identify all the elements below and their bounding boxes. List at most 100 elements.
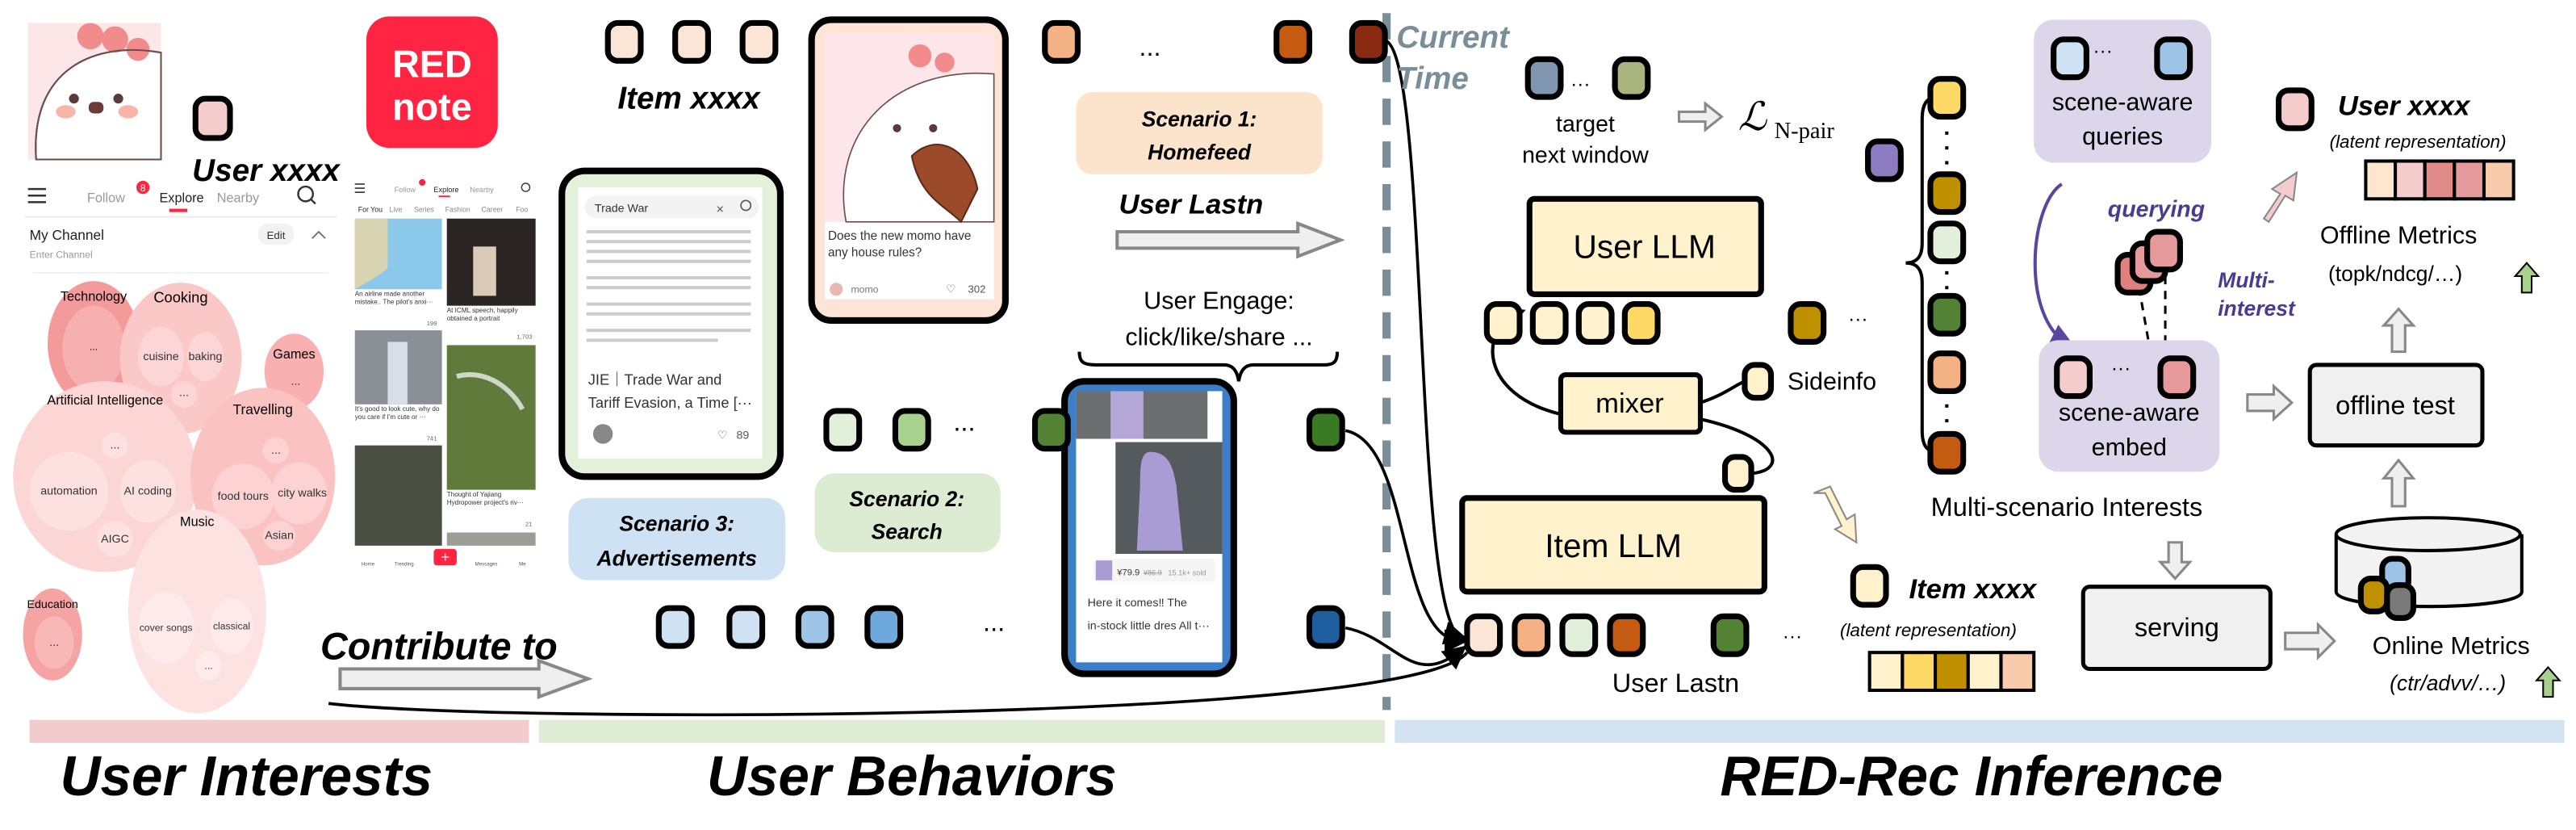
feed-post[interactable]: An airline made another mistake.. The pi… [354,218,442,327]
feed-tab-explore[interactable]: Explore [433,186,458,194]
search-icon[interactable] [740,199,752,212]
feed-tab-follow[interactable]: Follow [395,186,416,194]
svg-text:···: ··· [2111,358,2131,379]
svg-text:...: ... [179,387,189,400]
feed-post[interactable]: Thought of Yajiang Hydropower project's … [446,345,536,527]
embedding-square-green_light [1927,220,1967,265]
collapse-chevron-icon[interactable] [312,230,326,239]
bubble-cooking[interactable]: Cooking cuisine baking ... [119,283,242,434]
search-card[interactable]: Trade War × JIE｜Trade War and Tariff Eva… [558,167,784,480]
svg-text:Search: Search [872,520,943,544]
target-label: next window [1522,143,1649,169]
feed-hamburger-icon[interactable] [354,183,365,193]
feed-post-caption: At ICML speech, happily obtained a portr… [446,307,518,322]
item-label: Item xxxx [617,81,761,115]
svg-text:...: ... [291,375,300,388]
svg-text:AI coding: AI coding [124,485,172,498]
embedding-square-slate [1524,56,1564,100]
author-avatar [592,424,613,444]
follow-badge-count: 8 [140,182,146,194]
svg-text:cover songs: cover songs [140,622,193,634]
heart-icon[interactable]: ♡ [717,430,728,442]
section-title-red-rec-inference: RED-Rec Inference [1720,744,2223,807]
feed-post-image[interactable] [354,445,442,546]
bubble-education[interactable]: Education ... [23,588,82,681]
feed-post-image[interactable] [446,532,536,546]
svg-text:...: ... [204,660,212,672]
category-series[interactable]: Series [414,206,434,214]
target-label: target [1556,111,1615,137]
follow-badge [136,180,150,195]
embedding-square-yellow_light [1721,454,1754,493]
bubble-artificial-intelligence[interactable]: Artificial Intelligence ... automation A… [13,381,198,572]
current-time-label: Time [1396,61,1469,96]
embedding-square-green_mid [892,408,931,452]
create-post-plus[interactable]: + [441,548,450,565]
tab-explore[interactable]: Explore [159,191,203,205]
category-live[interactable]: Live [389,206,402,214]
embedding-square-pink [2157,355,2197,400]
category-for-you[interactable]: For You [358,206,383,214]
embedding-square-blue_mid [795,605,834,649]
timeline-arrow [1115,220,1345,259]
tab-nearby[interactable]: Nearby [217,191,260,205]
svg-text:RED: RED [392,44,472,86]
embedding-square-yellow [1621,301,1661,345]
bubble-music[interactable]: Music cover songs classical ... [128,509,266,714]
homefeed-card[interactable]: Does the new momo have any house rules? … [808,16,1009,325]
feed-post-likes: 1,703 [516,333,532,340]
pink-arrow [2262,170,2298,224]
embedding-square-green_light [823,408,863,452]
offline-metrics-label: Offline Metrics [2320,221,2477,249]
search-query[interactable]: Trade War [595,203,648,216]
nav-home[interactable]: Home [362,561,375,567]
engage-brace [1077,351,1340,382]
feed-tab-nearby[interactable]: Nearby [470,186,494,194]
clear-icon[interactable]: × [717,203,725,217]
nav-messages[interactable]: Messages [475,561,498,567]
embedding-squares [604,19,2417,657]
ad-old-price: ¥86.9 [1143,568,1162,576]
offline-test-label: offline test [2336,391,2455,420]
edit-button-label[interactable]: Edit [267,229,286,241]
user-llm-label: User LLM [1574,228,1716,266]
category-fashion[interactable]: Fashion [445,206,470,214]
rednote-logo: RED note [366,16,498,149]
embedding-square-yellow_light [1742,362,1775,401]
svg-text:note: note [392,86,472,128]
like-count: 302 [968,283,985,295]
embedding-square-olive [1612,56,1651,100]
section-title-user-interests: User Interests [61,744,433,807]
loss-arrow [1677,101,1724,132]
embedding-square-peach_light [672,19,711,64]
ad-sold-count: 15.1k+ sold [1168,568,1206,576]
hamburger-menu-icon[interactable] [27,187,46,203]
search-icon[interactable] [297,185,316,205]
user-label: User xxxx [2338,90,2471,121]
nav-trending[interactable]: Trending [395,561,414,567]
heart-icon[interactable]: ♡ [946,283,956,296]
behavior-flow-curves [328,40,1469,717]
category-more[interactable]: Foo [516,206,528,214]
feed-post-caption: Thought of Yajiang Hydropower project's … [446,491,524,506]
ad-card[interactable]: ¥79.9 ¥86.9 15.1k+ sold Here it comes‼ T… [1061,378,1237,677]
category-career[interactable]: Career [481,206,503,214]
search-input[interactable] [584,195,759,219]
svg-text:city walks: city walks [278,487,327,500]
nav-me[interactable]: Me [519,561,526,567]
feed-post[interactable]: It's good to look cute, why do you care … [354,330,442,442]
embedding-square-green_dark [1031,408,1071,452]
edit-button[interactable] [257,223,295,245]
create-post-button[interactable] [433,548,457,566]
feed-search-icon[interactable] [521,182,531,192]
bubble-technology[interactable]: Technology ... [48,281,140,406]
tab-follow[interactable]: Follow [87,191,125,205]
svg-text:Education: Education [27,598,77,611]
up-arrow-icon [2513,262,2540,294]
section-title-user-behaviors: User Behaviors [707,744,1117,807]
feed-post[interactable]: At ICML speech, happily obtained a portr… [446,218,536,341]
embedding-square-peach [1042,19,1081,64]
embedding-square-pink [2144,228,2183,273]
band-user-behaviors [538,719,1386,744]
embedding-square-blue_dark [1306,605,1345,649]
